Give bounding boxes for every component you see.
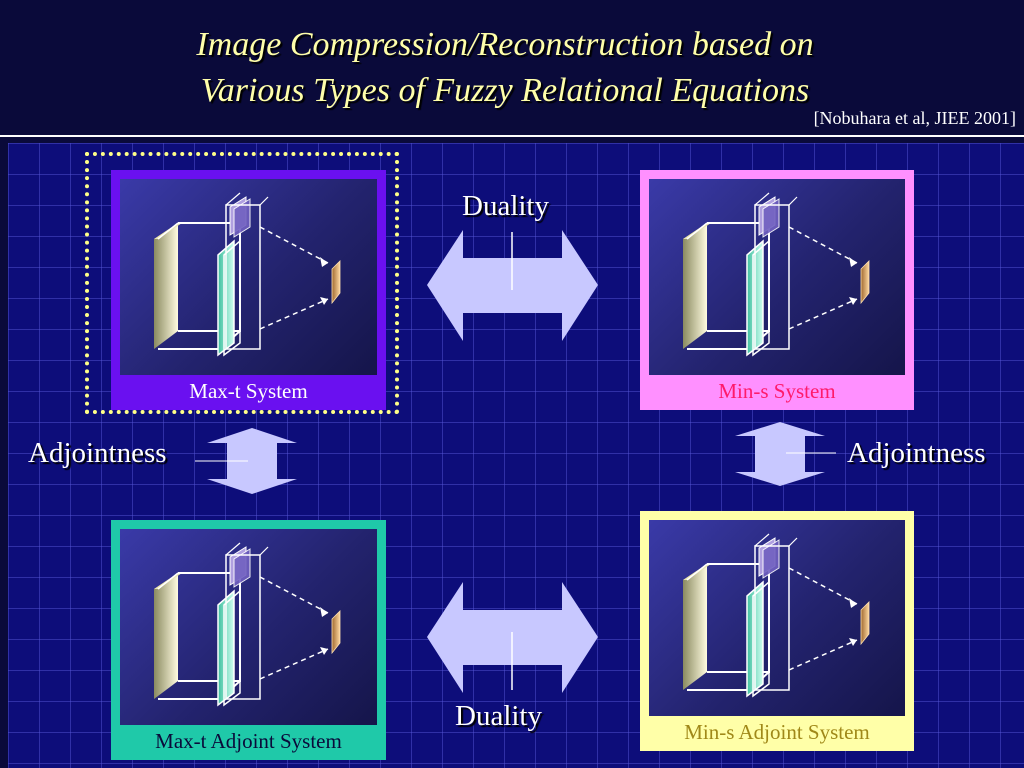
double-arrow-horizontal-icon <box>427 230 598 341</box>
title-line-2: Various Types of Fuzzy Relational Equati… <box>200 72 810 109</box>
panel-image <box>120 179 377 375</box>
double-arrow-vertical-icon <box>207 428 297 494</box>
highlight-frame <box>85 152 399 414</box>
slide-title: Image Compression/Reconstruction based o… <box>0 22 1010 114</box>
double-arrow-vertical-icon <box>735 422 825 486</box>
panel-min-s-system: Min-s System <box>640 170 914 410</box>
header-divider <box>0 135 1024 137</box>
title-line-1: Image Compression/Reconstruction based o… <box>196 26 814 63</box>
compression-diagram-icon <box>683 533 870 698</box>
duality-arrow-bottom <box>425 580 600 695</box>
panel-max-t-adjoint-system: Max-t Adjoint System <box>111 520 386 760</box>
panel-label: Max-t System <box>189 379 308 403</box>
panel-label: Max-t Adjoint System <box>155 729 342 753</box>
duality-label-top: Duality <box>462 190 549 222</box>
panel-max-t-system: Max-t System <box>111 170 386 410</box>
panel-image <box>649 520 905 716</box>
compression-diagram-icon <box>154 192 341 357</box>
citation: [Nobuhara et al, JIEE 2001] <box>813 108 1016 128</box>
duality-label-bottom: Duality <box>455 700 542 732</box>
adjointness-label-left: Adjointness <box>28 437 167 469</box>
slide-header: Image Compression/Reconstruction based o… <box>0 0 1024 135</box>
panel-image <box>120 529 377 725</box>
compression-diagram-icon <box>683 192 870 357</box>
adjointness-arrow-right <box>733 420 828 488</box>
panel-image <box>649 179 905 375</box>
panel-min-s-adjoint-system: Min-s Adjoint System <box>640 511 914 751</box>
compression-diagram-icon <box>154 542 341 707</box>
adjointness-arrow-left <box>205 426 300 496</box>
panel-label: Min-s Adjoint System <box>684 720 870 744</box>
adjointness-label-right: Adjointness <box>847 437 986 469</box>
double-arrow-horizontal-icon <box>427 582 598 693</box>
duality-arrow-top <box>425 228 600 343</box>
panel-label: Min-s System <box>718 379 836 403</box>
